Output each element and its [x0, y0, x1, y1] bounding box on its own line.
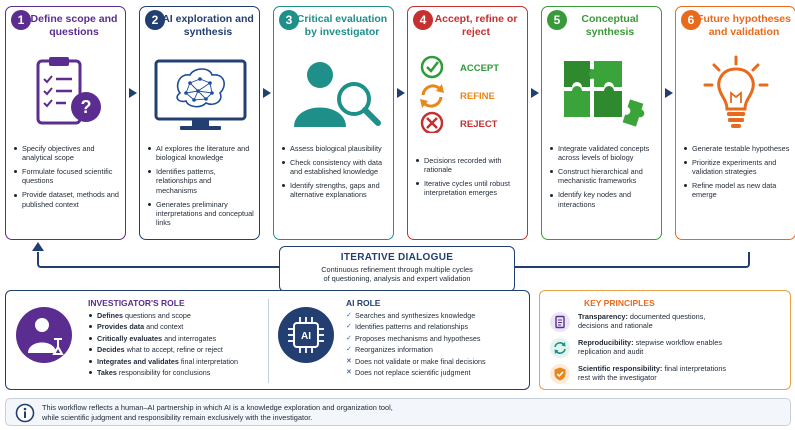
bullet: Identify strengths, gaps and alternative…: [282, 181, 388, 200]
step-card-2: 2 AI exploration and synthesis AI explor…: [139, 6, 260, 240]
accept-label: ACCEPT: [460, 63, 500, 74]
scientist-icon: [16, 307, 72, 363]
ai-role-heading: AI ROLE: [346, 298, 381, 308]
person-magnifier-icon: [294, 62, 381, 127]
bullet: Integrate validated concepts across leve…: [550, 144, 656, 163]
puzzle-icon: [564, 61, 645, 127]
bullet: Iterative cycles until robust interpreta…: [416, 179, 522, 198]
list-item: Takes responsibility for conclusions: [88, 368, 238, 377]
list-item: Integrates and validates final interpret…: [88, 357, 238, 366]
arrow-right-icon: [129, 88, 137, 98]
step-card-6: 6 Future hypotheses and validation Gener…: [675, 6, 795, 240]
roles-panel: INVESTIGATOR'S ROLE Defines questions an…: [5, 290, 530, 390]
step-number-badge: 4: [413, 10, 433, 30]
step-title: Accept, refine or reject: [434, 13, 518, 38]
list-item: Decides what to accept, refine or reject: [88, 345, 238, 354]
bullet: Refine model as new data emerge: [684, 181, 790, 200]
info-icon: [15, 403, 35, 423]
list-item: Proposes mechanisms and hypotheses: [346, 334, 486, 343]
footer-text: This workflow reflects a human–AI partne…: [42, 403, 393, 422]
check-circle-icon: [420, 55, 444, 79]
arrow-right-icon: [397, 88, 405, 98]
arrow-right-icon: [531, 88, 539, 98]
bullet: Formulate focused scientific questions: [14, 167, 120, 186]
step-title: Future hypotheses and validation: [697, 13, 791, 38]
list-item: Provides data and context: [88, 322, 238, 331]
bullet: Identify key nodes and interactions: [550, 190, 656, 209]
step-bullets: Integrate validated concepts across leve…: [550, 144, 656, 214]
ai-chip-label: AI: [301, 331, 311, 342]
bullet: Identifies patterns, relationships and m…: [148, 167, 254, 195]
step-bullets: Assess biological plausibility Check con…: [282, 144, 388, 204]
step-number-badge: 6: [681, 10, 701, 30]
principle-text: Transparency: documented questions,decis…: [578, 312, 706, 330]
brain-monitor-icon: [154, 59, 247, 130]
bullet: Provide dataset, methods and published c…: [14, 190, 120, 209]
arrow-up-icon: [32, 242, 44, 251]
bullet: Check consistency with data and establis…: [282, 158, 388, 177]
principles-heading: KEY PRINCIPLES: [584, 298, 655, 308]
document-icon: [550, 312, 570, 332]
ai-chip-icon: AI: [278, 307, 334, 363]
shield-check-icon: [550, 364, 570, 384]
list-item: Does not validate or make final decision…: [346, 357, 486, 366]
step-title: AI exploration and synthesis: [162, 13, 254, 38]
principle-text: Scientific responsibility: final interpr…: [578, 364, 727, 382]
step-title: Define scope and questions: [30, 13, 118, 38]
list-item: Defines questions and scope: [88, 311, 238, 320]
bullet: Assess biological plausibility: [282, 144, 388, 153]
bullet: Generates preliminary interpretations an…: [148, 200, 254, 228]
step-number-badge: 2: [145, 10, 165, 30]
bullet: Decisions recorded with rationale: [416, 156, 522, 175]
reject-label: REJECT: [460, 119, 498, 130]
svg-text:?: ?: [81, 97, 92, 117]
step-card-5: 5 Conceptual synthesis Integrate validat…: [541, 6, 662, 240]
step-bullets: Specify objectives and analytical scope …: [14, 144, 120, 214]
investigator-role-list: Defines questions and scope Provides dat…: [88, 311, 238, 379]
ai-role-list: Searches and synthesizes knowledge Ident…: [346, 311, 486, 379]
step-bullets: Generate testable hypotheses Prioritize …: [684, 144, 790, 204]
step-card-1: 1 Define scope and questions ? Specify o…: [5, 6, 126, 240]
footer-note: This workflow reflects a human–AI partne…: [5, 398, 791, 426]
list-item: Searches and synthesizes knowledge: [346, 311, 486, 320]
bullet: Generate testable hypotheses: [684, 144, 790, 153]
cycle-icon: [550, 338, 570, 358]
arrow-right-icon: [263, 88, 271, 98]
investigator-role-heading: INVESTIGATOR'S ROLE: [88, 298, 185, 308]
arrow-right-icon: [665, 88, 673, 98]
dialogue-title: ITERATIVE DIALOGUE: [340, 252, 454, 263]
list-item: Identifies patterns and relationships: [346, 322, 486, 331]
step-card-3: 3 Critical evaluation by investigator As…: [273, 6, 394, 240]
step-title: Critical evaluation by investigator: [296, 13, 388, 38]
decision-icons: [420, 55, 444, 133]
step-number-badge: 3: [279, 10, 299, 30]
list-item: Reorganizes information: [346, 345, 486, 354]
bullet: Construct hierarchical and mechanistic f…: [550, 167, 656, 186]
step-bullets: AI explores the literature and biologica…: [148, 144, 254, 232]
step-number-badge: 1: [11, 10, 31, 30]
step-number-badge: 5: [547, 10, 567, 30]
step-bullets: Decisions recorded with rationale Iterat…: [416, 156, 522, 202]
step-title: Conceptual synthesis: [581, 13, 639, 38]
dialogue-line-2: of questioning, analysis and expert vali…: [323, 274, 471, 283]
list-item: Does not replace scientific judgment: [346, 368, 486, 377]
iterative-dialogue-box: ITERATIVE DIALOGUE Continuous refinement…: [279, 246, 515, 292]
lightbulb-icon: [703, 55, 769, 128]
dialogue-line-1: Continuous refinement through multiple c…: [321, 265, 473, 274]
bullet: AI explores the literature and biologica…: [148, 144, 254, 163]
step-card-4: 4 Accept, refine or reject ACCEPT REFINE…: [407, 6, 528, 240]
key-principles-panel: KEY PRINCIPLES Transparency: documented …: [539, 290, 791, 390]
x-circle-icon: [420, 111, 444, 133]
divider: [268, 299, 269, 383]
bullet: Prioritize experiments and validation st…: [684, 158, 790, 177]
refresh-icon: [420, 84, 444, 108]
clipboard-question-icon: ?: [36, 57, 101, 125]
principle-text: Reproducibility: stepwise workflow enabl…: [578, 338, 722, 356]
list-item: Critically evaluates and interrogates: [88, 334, 238, 343]
refine-label: REFINE: [460, 91, 495, 102]
bullet: Specify objectives and analytical scope: [14, 144, 120, 163]
